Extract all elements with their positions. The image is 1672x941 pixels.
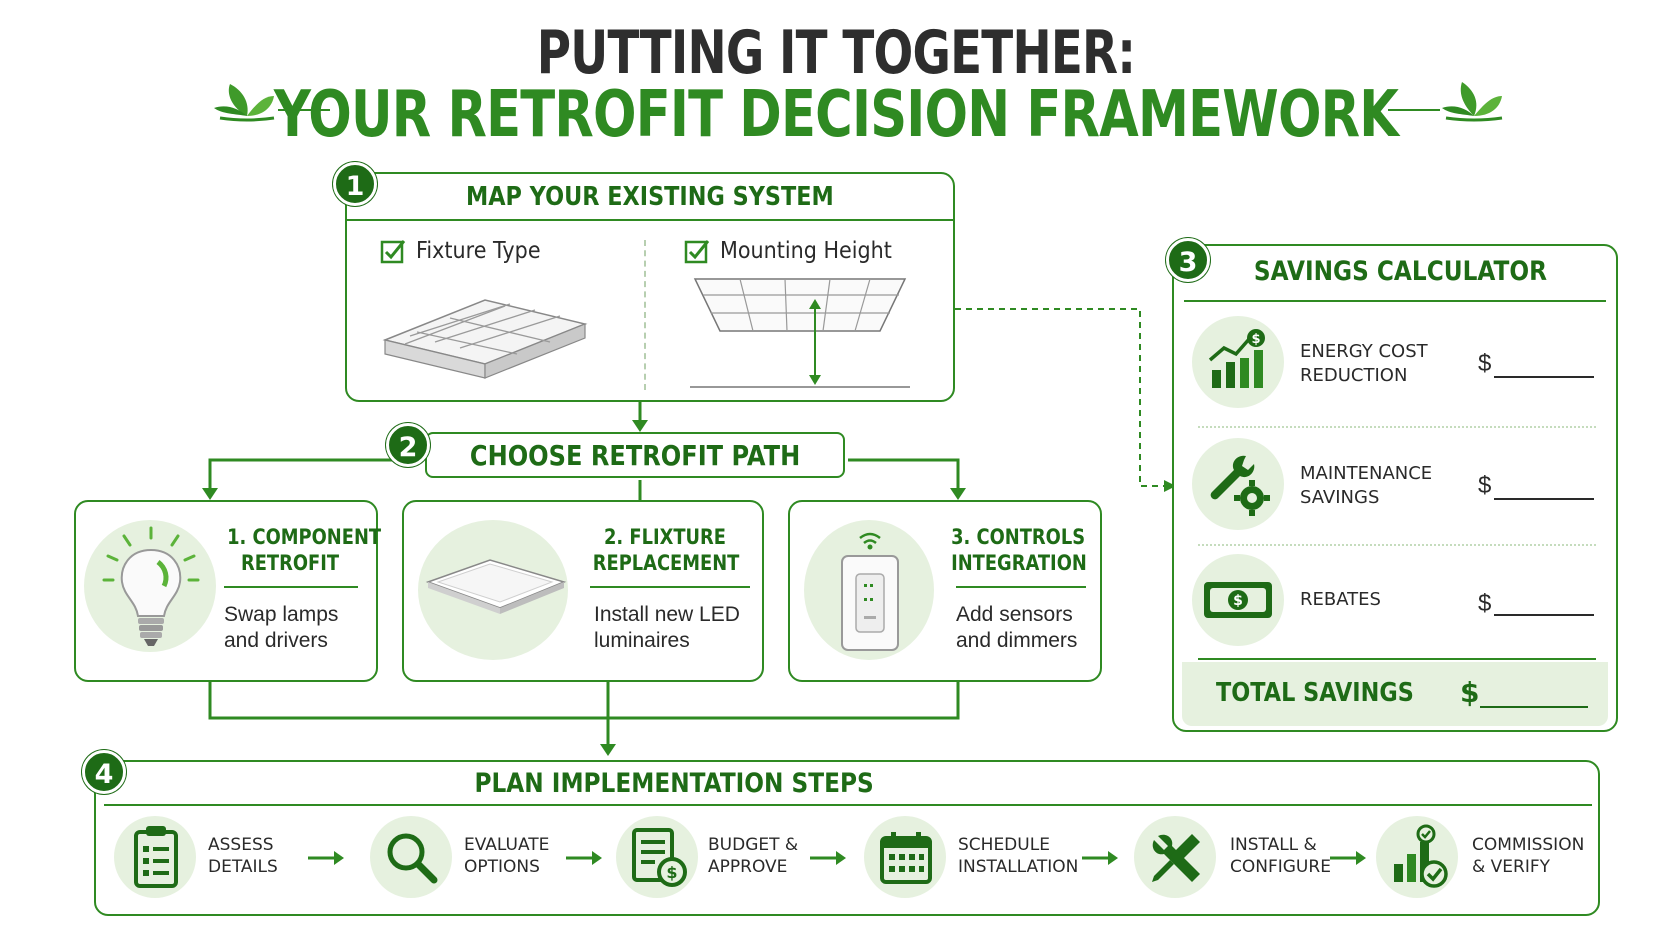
total-savings-label: TOTAL SAVINGS [1216,678,1414,708]
maintenance-input[interactable] [1494,498,1594,500]
arrow-right-icon [1082,851,1118,865]
magnifier-icon [387,833,438,884]
tools-icon [1152,834,1200,882]
step-commission-label: COMMISSION& VERIFY [1472,835,1585,877]
step1-heading: MAP YOUR EXISTING SYSTEM [466,182,834,212]
step-install-label: INSTALL &CONFIGURE [1230,835,1331,877]
chart-check-icon [1394,824,1448,888]
option2-title: 2. FLIXTURE REPLACEMENT [592,525,740,575]
ceiling-height-illustration [690,278,910,388]
step-budget-label: BUDGET &APPROVE [708,835,799,877]
mounting-height-label: Mounting Height [720,238,892,264]
maintenance-icon-bg [1192,438,1284,530]
calendar-icon [880,832,932,884]
step4-number-badge: 4 [82,750,126,794]
light-bulb-icon [102,526,200,646]
energy-cost-input[interactable] [1494,376,1594,378]
rising-chart-icon: $ [1208,329,1265,388]
step2-header-box [425,432,845,478]
step4-panel [94,760,1600,916]
wall-switch-icon [841,532,899,651]
wrench-gear-icon [1210,455,1270,516]
svg-text:$: $ [1251,332,1260,347]
troffer-fixture-illustration [382,299,588,379]
arrow-right-icon [810,851,846,865]
energy-cost-icon-bg [1192,316,1284,408]
option1-title: 1. COMPONENT RETROFIT [227,525,382,575]
led-panel-icon [425,559,567,614]
leaf-left-icon [214,84,330,122]
checkbox-checked-icon [684,240,710,264]
arrow-right-icon [308,851,344,865]
total-savings-input[interactable] [1480,706,1588,708]
arrow-right-icon [566,851,602,865]
total-savings-currency: $ [1460,676,1480,709]
evaluate-icon-bg [370,816,452,898]
step2-heading: CHOOSE RETROFIT PATH [469,439,801,472]
budget-document-icon: $ [632,828,687,887]
banknote-icon: $ [1204,582,1272,618]
commission-icon-bg [1376,816,1458,898]
energy-cost-currency: $ [1478,350,1492,377]
title-line-2: YOUR RETROFIT DECISION FRAMEWORK [273,78,1399,152]
rebates-currency: $ [1478,590,1492,617]
step4-heading: PLAN IMPLEMENTATION STEPS [474,768,874,799]
svg-text:$: $ [666,863,677,882]
step1-number-badge: 1 [333,162,377,206]
fixture-type-label: Fixture Type [416,238,541,264]
arrow-right-icon [1330,851,1366,865]
svg-text:$: $ [1233,593,1243,609]
clipboard-icon [134,826,178,888]
title-line-1: PUTTING IT TOGETHER: [536,18,1136,88]
leaf-right-icon [1388,82,1503,122]
option3-title: 3. CONTROLS INTEGRATION [951,525,1087,575]
checkbox-checked-icon [380,240,406,264]
step3-number-badge: 3 [1166,238,1210,282]
maintenance-currency: $ [1478,472,1492,499]
step3-heading: SAVINGS CALCULATOR [1253,256,1547,287]
step2-number-badge: 2 [386,423,430,467]
rebates-label: REBATES [1300,589,1381,610]
rebates-input[interactable] [1494,614,1594,616]
